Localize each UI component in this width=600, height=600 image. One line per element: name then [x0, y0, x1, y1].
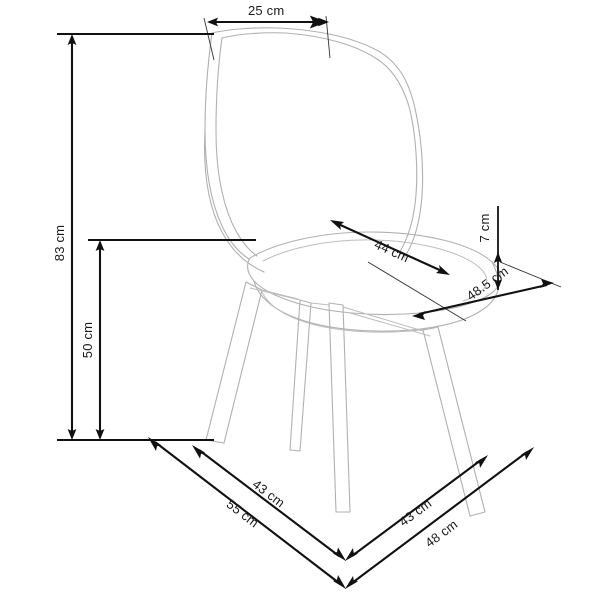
- label-43cm-right: 43 cm: [396, 496, 434, 530]
- dim-line-43-left: [198, 449, 340, 557]
- dim-line-48: [351, 451, 528, 584]
- arrowhead-7-upper: [493, 279, 503, 290]
- dim-line-48-5: [418, 283, 548, 316]
- label-7cm: 7 cm: [477, 214, 492, 243]
- dimension-48-5cm: 48.5 cm: [367, 261, 562, 322]
- dimension-43cm-left: 43 cm: [192, 445, 346, 561]
- dim-line-55: [154, 441, 340, 584]
- lead-line-48-5-lower: [367, 261, 467, 322]
- leg-rail-center: [310, 302, 330, 306]
- dim-line-44: [335, 222, 445, 273]
- label-83cm: 83 cm: [52, 225, 67, 261]
- leg-rail-right: [342, 306, 424, 332]
- arrowhead-55-lower: [333, 575, 346, 589]
- chair-outline-group: [204, 27, 502, 517]
- dimension-50cm: 50 cm: [80, 238, 256, 440]
- arrowhead-25-left: [207, 17, 218, 27]
- arrowhead-25-right: [318, 17, 329, 27]
- arrowhead-43-right-lower: [345, 548, 358, 561]
- seat-cushion-inner-contour: [262, 239, 488, 302]
- backrest-outer-shell: [211, 27, 424, 259]
- arrowhead-48-5-upper-right: [540, 279, 554, 288]
- arrowhead-43-right-upper: [475, 455, 488, 468]
- arrowhead-48-lower: [345, 576, 358, 589]
- arrowhead-55-upper: [148, 437, 161, 451]
- label-48cm: 48 cm: [422, 516, 460, 550]
- label-25cm: 25 cm: [248, 3, 284, 18]
- ext-line-25-left: [203, 17, 215, 61]
- backrest-left-edge-outer: [204, 32, 250, 260]
- label-48-5cm: 48.5 cm: [464, 263, 511, 303]
- dimension-7cm: 7 cm: [477, 206, 503, 290]
- arrowhead-44-lower-right: [436, 265, 450, 275]
- leg-brace-right: [349, 312, 431, 337]
- backrest-inner-shell: [221, 32, 418, 254]
- arrowhead-43-left-lower: [333, 547, 346, 561]
- leg-brace-left: [261, 289, 299, 300]
- label-55cm: 55 cm: [224, 496, 262, 530]
- arrowhead-43-left-upper: [192, 445, 205, 459]
- arrowhead-44-upper-left: [330, 220, 344, 230]
- dimension-43cm-right: 43 cm: [345, 455, 488, 561]
- leg-rear-left: [289, 299, 312, 452]
- dimension-25cm: 25 cm: [203, 3, 331, 61]
- arrowhead-83-bottom: [67, 429, 77, 440]
- arrowhead-48-upper: [521, 447, 534, 460]
- backrest-to-seat-transition: [204, 129, 265, 273]
- arrowhead-50-top: [95, 240, 105, 251]
- leg-front-right: [422, 326, 486, 517]
- dimension-55cm: 55 cm: [148, 437, 346, 589]
- seat-bottom-edge: [261, 291, 435, 333]
- dimension-44cm: 44 cm: [330, 220, 450, 275]
- label-50cm: 50 cm: [80, 322, 95, 358]
- arrowhead-83-top: [67, 34, 77, 45]
- arrowhead-7-lower: [493, 252, 503, 263]
- arrowhead-50-bottom: [95, 429, 105, 440]
- dimension-48cm: 48 cm: [345, 447, 534, 589]
- leg-rail-left: [249, 287, 301, 301]
- leg-front-left: [205, 281, 263, 444]
- dimension-83cm: 83 cm: [52, 32, 214, 442]
- dim-line-43-right: [351, 459, 482, 557]
- leg-rear-center: [328, 302, 351, 513]
- backrest-left-edge-inner: [215, 37, 258, 257]
- arrowhead-48-5-lower-left: [412, 311, 426, 320]
